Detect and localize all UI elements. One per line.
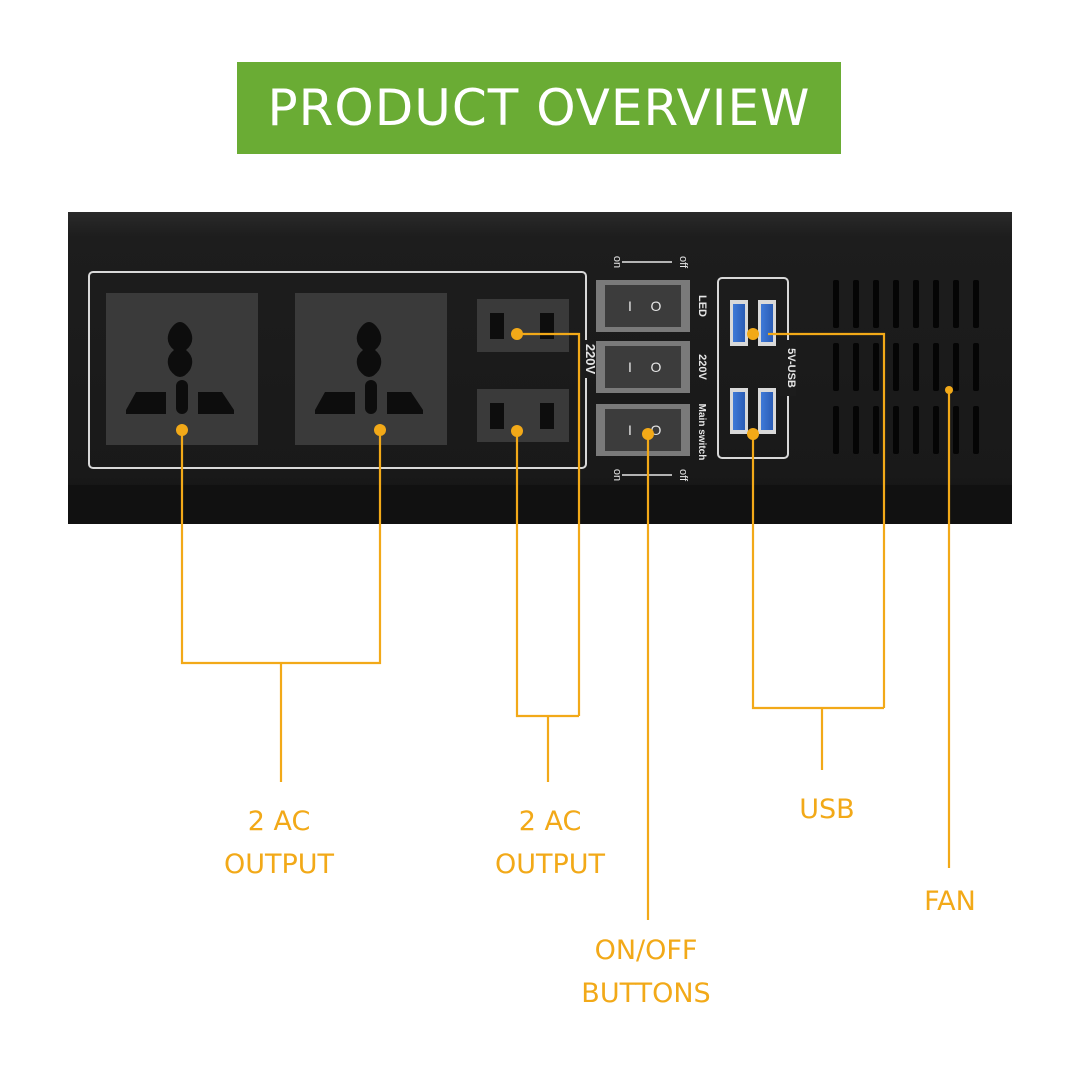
svg-text:O: O — [651, 422, 662, 438]
voltage-label: 220V — [583, 344, 598, 375]
svg-text:off: off — [677, 469, 689, 482]
callout-buttons: ON/OFF BUTTONS — [581, 935, 711, 1009]
svg-text:off: off — [677, 256, 689, 269]
universal-socket-2 — [295, 293, 447, 445]
universal-socket-1 — [106, 293, 258, 445]
switch-main[interactable]: I O Main switch — [596, 404, 707, 461]
svg-text:on: on — [611, 469, 623, 481]
leader-ac-small-bottom — [515, 431, 579, 718]
callout-lines — [180, 332, 951, 920]
callout-ac-small: 2 AC OUTPUT — [494, 806, 606, 880]
small-socket-2 — [477, 389, 569, 442]
svg-text:I: I — [628, 359, 632, 375]
usb-label: 5V-USB — [785, 348, 797, 388]
device-bottom-strip — [68, 485, 1012, 524]
switch-led[interactable]: I O LED — [596, 280, 708, 332]
leader-ac-small-top — [517, 332, 581, 716]
svg-text:O: O — [651, 298, 662, 314]
title-banner: PRODUCT OVERVIEW — [237, 62, 841, 154]
svg-text:on: on — [611, 256, 623, 268]
usb-port-3 — [730, 388, 748, 434]
svg-text:LED: LED — [696, 295, 708, 317]
callout-ac-universal: 2 AC OUTPUT — [223, 806, 335, 880]
usb-port-1 — [730, 300, 748, 346]
leader-usb-top — [768, 332, 886, 708]
callout-fan: FAN — [924, 886, 976, 917]
svg-text:I: I — [628, 422, 632, 438]
svg-text:I: I — [628, 298, 632, 314]
leader-usb-bottom — [751, 434, 884, 710]
page-title: PRODUCT OVERVIEW — [267, 79, 811, 137]
svg-text:O: O — [651, 359, 662, 375]
callout-dots — [176, 328, 953, 440]
svg-text:Main switch: Main switch — [696, 404, 707, 461]
switch-220v[interactable]: I O 220V — [596, 341, 708, 393]
callout-usb: USB — [799, 794, 855, 825]
svg-text:220V: 220V — [696, 354, 708, 380]
small-socket-1 — [477, 299, 569, 352]
usb-port-2 — [758, 300, 776, 346]
usb-port-4 — [758, 388, 776, 434]
fan-vents — [833, 280, 979, 454]
